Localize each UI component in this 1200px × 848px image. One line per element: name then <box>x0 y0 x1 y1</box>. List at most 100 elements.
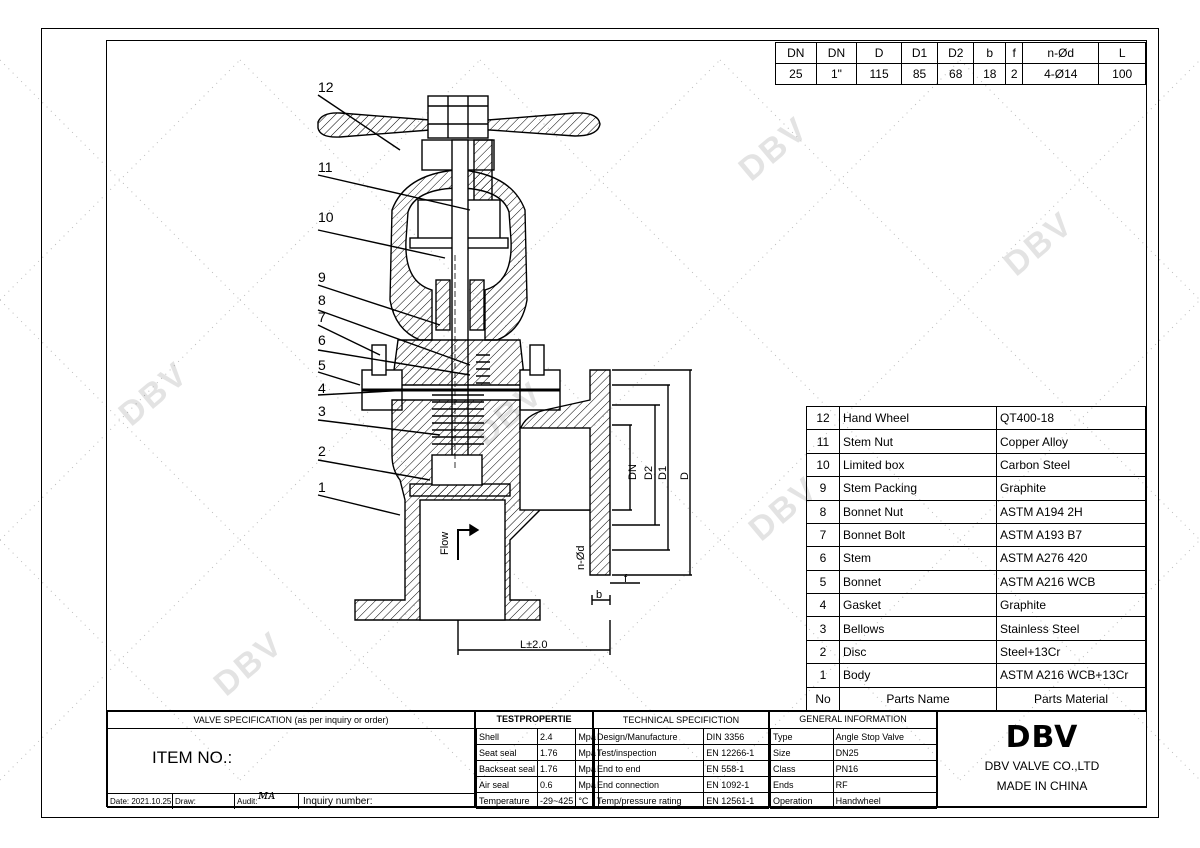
test-header: TESTPROPERTIE <box>496 714 572 724</box>
gen-value: DN25 <box>832 744 938 761</box>
dimensions-header-row: DN DN D D1 D2 b f n-Ød L <box>775 42 1146 64</box>
gen-name: Ends <box>770 776 834 793</box>
callout-1: 1 <box>318 479 326 495</box>
draw-label: Draw: <box>172 794 196 809</box>
callout-5: 5 <box>318 357 326 373</box>
part-material: ASTM A193 B7 <box>996 522 1146 548</box>
stem-nut-top <box>427 95 489 139</box>
audit-signature: ᴍᴀ <box>258 788 276 803</box>
part-name: Hand Wheel <box>839 405 997 431</box>
flow-label: Flow <box>439 532 451 555</box>
parts-header-name: Parts Name <box>839 686 997 711</box>
part-number: 8 <box>806 499 840 524</box>
dimension-d1-label: D1 <box>657 466 669 480</box>
dim-header: DN <box>815 42 858 64</box>
part-name: Stem Nut <box>839 429 997 454</box>
inquiry-number-label: Inquiry number: <box>298 794 372 809</box>
test-name: Shell <box>475 728 539 745</box>
callout-9: 9 <box>318 269 326 285</box>
gen-value: Handwheel <box>832 792 938 809</box>
gen-name: Size <box>770 744 834 761</box>
valve-spec-section: VALVE SPECIFICATION (as per inquiry or o… <box>107 711 475 809</box>
tech-value: DIN 3356 <box>703 728 769 745</box>
dimension-dn-label: DN <box>627 464 639 480</box>
part-number: 6 <box>806 546 840 571</box>
gen-value: RF <box>832 776 938 793</box>
test-name: Temperature <box>475 792 539 809</box>
gen-value: Angle Stop Valve <box>832 728 938 745</box>
part-material: Copper Alloy <box>996 429 1146 454</box>
part-material: Steel+13Cr <box>996 639 1146 665</box>
tech-name: End to end <box>593 760 705 777</box>
company-section: DBV DBV VALVE CO.,LTD MADE IN CHINA <box>937 711 1147 808</box>
part-number: 1 <box>806 663 840 688</box>
dimension-d-label: D <box>679 472 691 480</box>
valve-spec-header: VALVE SPECIFICATION (as per inquiry or o… <box>108 712 474 729</box>
dim-value: 68 <box>937 63 975 85</box>
part-name: Stem Packing <box>839 476 997 501</box>
test-name: Backseat seal <box>475 760 539 777</box>
dim-value: 85 <box>900 63 939 85</box>
callout-4: 4 <box>318 380 326 396</box>
gen-name: Type <box>770 728 834 745</box>
part-material: Stainless Steel <box>996 616 1146 641</box>
dim-header: D2 <box>937 42 975 64</box>
callout-2: 2 <box>318 443 326 459</box>
callout-11: 11 <box>318 159 333 175</box>
part-number: 5 <box>806 569 840 595</box>
gen-value: PN16 <box>832 760 938 777</box>
tech-value: EN 12561-1 <box>703 792 769 809</box>
part-number: 9 <box>806 476 840 501</box>
parts-header-no: No <box>806 686 840 711</box>
company-logo: DBV <box>1005 720 1079 755</box>
callout-8: 8 <box>318 292 326 308</box>
gen-header: GENERAL INFORMATION <box>799 714 907 724</box>
tech-value: EN 1092-1 <box>703 776 769 793</box>
part-material: Graphite <box>996 592 1146 618</box>
part-material: ASTM A216 WCB <box>996 569 1146 595</box>
part-number: 11 <box>806 429 840 454</box>
date-label: Date: 2021.10.25 <box>110 797 172 806</box>
title-block: VALVE SPECIFICATION (as per inquiry or o… <box>107 710 1147 809</box>
callout-7: 7 <box>318 309 326 325</box>
part-material: ASTM A194 2H <box>996 499 1146 524</box>
tech-value: EN 558-1 <box>703 760 769 777</box>
dimension-l-label: L±2.0 <box>520 639 547 651</box>
part-name: Disc <box>839 639 997 665</box>
company-name: DBV VALVE CO.,LTD <box>984 759 1100 773</box>
gen-name: Operation <box>770 792 834 809</box>
bonnet-shape <box>391 339 526 386</box>
technical-spec-section: TECHNICAL SPECIFICTION Design/Manufactur… <box>593 711 769 809</box>
part-name: Gasket <box>839 592 997 618</box>
tech-name: Test/inspection <box>593 744 705 761</box>
part-name: Bonnet <box>839 569 997 595</box>
callout-10: 10 <box>318 209 334 225</box>
tech-name: Temp/pressure rating <box>593 792 705 809</box>
test-value: 2.4 <box>537 728 577 745</box>
test-value: 1.76 <box>537 744 577 761</box>
part-number: 7 <box>806 522 840 548</box>
dimension-f-label: f <box>624 573 628 585</box>
part-name: Stem <box>839 546 997 571</box>
